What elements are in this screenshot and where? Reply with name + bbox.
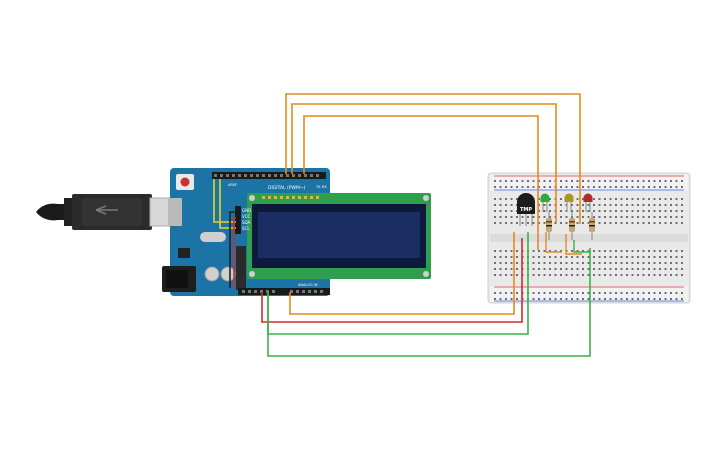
lcd-wires[interactable] bbox=[213, 179, 236, 288]
analog-header-label: ANALOG IN bbox=[298, 283, 318, 287]
wire-5v[interactable] bbox=[261, 238, 523, 323]
voltage-regulator bbox=[178, 248, 190, 258]
wire-sensor-signal[interactable] bbox=[289, 232, 515, 315]
usb-icon bbox=[95, 205, 118, 215]
usb-port bbox=[168, 198, 182, 226]
center-channel bbox=[490, 234, 688, 242]
wire-scl[interactable] bbox=[213, 179, 236, 223]
led-wires[interactable] bbox=[285, 93, 581, 250]
wire-led-green[interactable] bbox=[303, 115, 539, 250]
sensor-wires[interactable] bbox=[261, 232, 591, 357]
lcd-pin-vcc-label: VCC bbox=[242, 214, 251, 219]
microcontroller-chip bbox=[236, 246, 246, 290]
breadboard[interactable] bbox=[487, 172, 691, 304]
resistor[interactable] bbox=[589, 212, 595, 240]
wire-led-red[interactable] bbox=[285, 93, 581, 224]
lcd-screen bbox=[258, 212, 420, 258]
resistor[interactable] bbox=[569, 212, 575, 240]
resistors[interactable] bbox=[546, 212, 595, 240]
capacitor bbox=[204, 266, 220, 282]
digital-header-label: DIGITAL (PWM~) bbox=[268, 185, 306, 191]
green-led[interactable] bbox=[540, 193, 550, 213]
wire-lcd-gnd[interactable] bbox=[229, 211, 236, 288]
yellow-led[interactable] bbox=[564, 193, 574, 213]
power-analog-header[interactable] bbox=[238, 288, 330, 295]
lcd-module[interactable]: GND VCC SDA SCL bbox=[235, 193, 431, 279]
red-led[interactable] bbox=[583, 193, 593, 213]
wire-led-yellow[interactable] bbox=[291, 103, 557, 222]
top-power-rail[interactable] bbox=[490, 175, 688, 191]
wire-gnd-2[interactable] bbox=[267, 248, 591, 357]
lcd-pin-sda-label: SDA bbox=[242, 220, 251, 225]
lcd-i2c-header[interactable] bbox=[235, 206, 241, 234]
usb-cable[interactable] bbox=[36, 194, 173, 230]
tx-label: TX bbox=[315, 185, 321, 189]
wire-lcd-vcc[interactable] bbox=[233, 217, 236, 288]
resistor[interactable] bbox=[546, 212, 552, 240]
temperature-sensor[interactable]: TMP bbox=[517, 193, 535, 226]
lcd-pin-gnd-label: GND bbox=[242, 208, 251, 213]
crystal bbox=[200, 232, 226, 242]
leds[interactable] bbox=[540, 193, 593, 213]
aref-label: AREF bbox=[228, 183, 237, 187]
reset-button-cap[interactable] bbox=[180, 177, 190, 187]
breadboard-jumpers[interactable] bbox=[545, 232, 590, 255]
capacitor bbox=[220, 266, 236, 282]
lcd-pin-scl-label: SCL bbox=[242, 226, 250, 231]
sensor-label: TMP bbox=[520, 207, 532, 213]
rx-label: RX bbox=[322, 185, 327, 189]
